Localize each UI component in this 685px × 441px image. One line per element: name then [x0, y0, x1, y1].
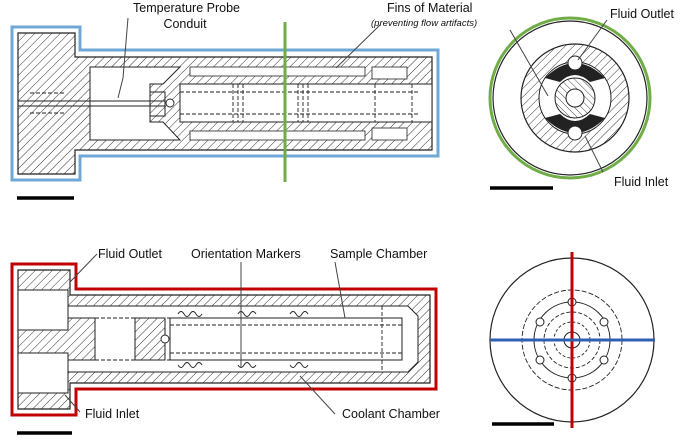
label-temperature-probe-conduit: Conduit: [163, 17, 207, 31]
label-fins-of-material: Fins of Material: [387, 1, 473, 15]
top-cross-section: [488, 16, 652, 190]
label-orientation-markers: Orientation Markers: [191, 247, 301, 261]
label-sample-chamber: Sample Chamber: [330, 247, 428, 261]
top-section-view: [10, 22, 440, 200]
label-fluid-outlet-bottom: Fluid Outlet: [98, 247, 162, 261]
bottom-section-view: [10, 262, 438, 435]
label-fins-note: (preventing flow artifacts): [371, 18, 478, 29]
label-coolant-chamber: Coolant Chamber: [342, 407, 440, 421]
bottom-end-view: [489, 252, 655, 428]
cross-section-green-ring: [488, 16, 652, 180]
top-inner-cavity: [89, 66, 182, 141]
label-temperature-probe: Temperature Probe: [133, 1, 241, 15]
bottom-sample-chamber: [169, 317, 403, 361]
bottom-red-outline: [10, 262, 438, 417]
top-sample-chamber: [179, 83, 433, 123]
label-fluid-inlet-top: Fluid Inlet: [614, 175, 669, 189]
label-fluid-inlet-bottom: Fluid Inlet: [85, 407, 140, 421]
label-fluid-outlet-top: Fluid Outlet: [610, 7, 674, 21]
top-blue-outline: [10, 25, 440, 182]
